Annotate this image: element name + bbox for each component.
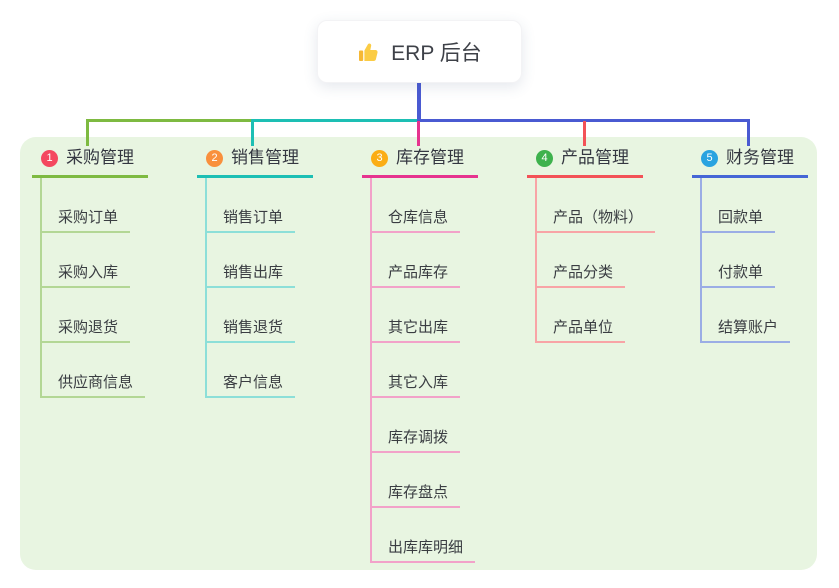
branch-item[interactable]: 采购退货 (42, 288, 131, 343)
connector-root-vertical (417, 83, 421, 121)
branch-item[interactable]: 产品分类 (537, 233, 626, 288)
connector-branch3-drop (417, 121, 420, 146)
connector-branch2-horizontal (251, 119, 419, 122)
branch-number-badge: 5 (701, 149, 718, 167)
branch-label: 采购管理 (66, 148, 134, 167)
branch-header[interactable]: 5 财务管理 (692, 145, 808, 178)
branch-label: 财务管理 (726, 148, 794, 167)
branch-header[interactable]: 3 库存管理 (362, 145, 478, 178)
branch-item[interactable]: 客户信息 (207, 343, 296, 398)
thumbs-up-icon (357, 40, 381, 64)
branch-item[interactable]: 销售订单 (207, 178, 296, 233)
branch-item[interactable]: 回款单 (702, 178, 776, 233)
connector-branch1-drop (86, 119, 89, 146)
branch-item[interactable]: 库存调拨 (372, 398, 461, 453)
branch-5: 5 财务管理 回款单付款单结算账户 (692, 145, 808, 343)
branch-1: 1 采购管理 采购订单采购入库采购退货供应商信息 (32, 145, 148, 398)
branch-items: 产品（物料）产品分类产品单位 (535, 178, 656, 343)
root-node[interactable]: ERP 后台 (317, 20, 522, 83)
branch-item[interactable]: 库存盘点 (372, 453, 461, 508)
branch-number-badge: 1 (41, 149, 58, 167)
branch-item[interactable]: 产品单位 (537, 288, 626, 343)
branch-items: 销售订单销售出库销售退货客户信息 (205, 178, 313, 398)
branch-item[interactable]: 销售出库 (207, 233, 296, 288)
branch-3: 3 库存管理 仓库信息产品库存其它出库其它入库库存调拨库存盘点出库库明细 (362, 145, 478, 563)
branch-item[interactable]: 其它出库 (372, 288, 461, 343)
branch-item[interactable]: 出库库明细 (372, 508, 476, 563)
branch-item[interactable]: 其它入库 (372, 343, 461, 398)
branch-header[interactable]: 1 采购管理 (32, 145, 148, 178)
branch-label: 销售管理 (231, 148, 299, 167)
branch-item[interactable]: 销售退货 (207, 288, 296, 343)
branch-items: 回款单付款单结算账户 (700, 178, 808, 343)
branch-header[interactable]: 4 产品管理 (527, 145, 643, 178)
branch-item[interactable]: 付款单 (702, 233, 776, 288)
branch-item[interactable]: 采购入库 (42, 233, 131, 288)
connector-right-horizontal (419, 119, 750, 122)
branch-number-badge: 3 (371, 149, 388, 167)
branch-4: 4 产品管理 产品（物料）产品分类产品单位 (527, 145, 656, 343)
branch-item[interactable]: 结算账户 (702, 288, 791, 343)
branch-label: 库存管理 (396, 148, 464, 167)
branches-panel (20, 137, 817, 570)
branch-item[interactable]: 产品库存 (372, 233, 461, 288)
branch-2: 2 销售管理 销售订单销售出库销售退货客户信息 (197, 145, 313, 398)
branch-label: 产品管理 (561, 148, 629, 167)
branch-item[interactable]: 仓库信息 (372, 178, 461, 233)
branch-item[interactable]: 供应商信息 (42, 343, 146, 398)
branch-number-badge: 2 (206, 149, 223, 167)
connector-branch4-drop (583, 121, 586, 146)
branch-items: 仓库信息产品库存其它出库其它入库库存调拨库存盘点出库库明细 (370, 178, 478, 563)
branch-number-badge: 4 (536, 149, 553, 167)
branch-header[interactable]: 2 销售管理 (197, 145, 313, 178)
branch-item[interactable]: 产品（物料） (537, 178, 656, 233)
branch-items: 采购订单采购入库采购退货供应商信息 (40, 178, 148, 398)
branch-item[interactable]: 采购订单 (42, 178, 131, 233)
connector-branch5-drop (747, 121, 750, 146)
root-label: ERP 后台 (391, 41, 482, 65)
connector-branch2-drop (251, 119, 254, 146)
